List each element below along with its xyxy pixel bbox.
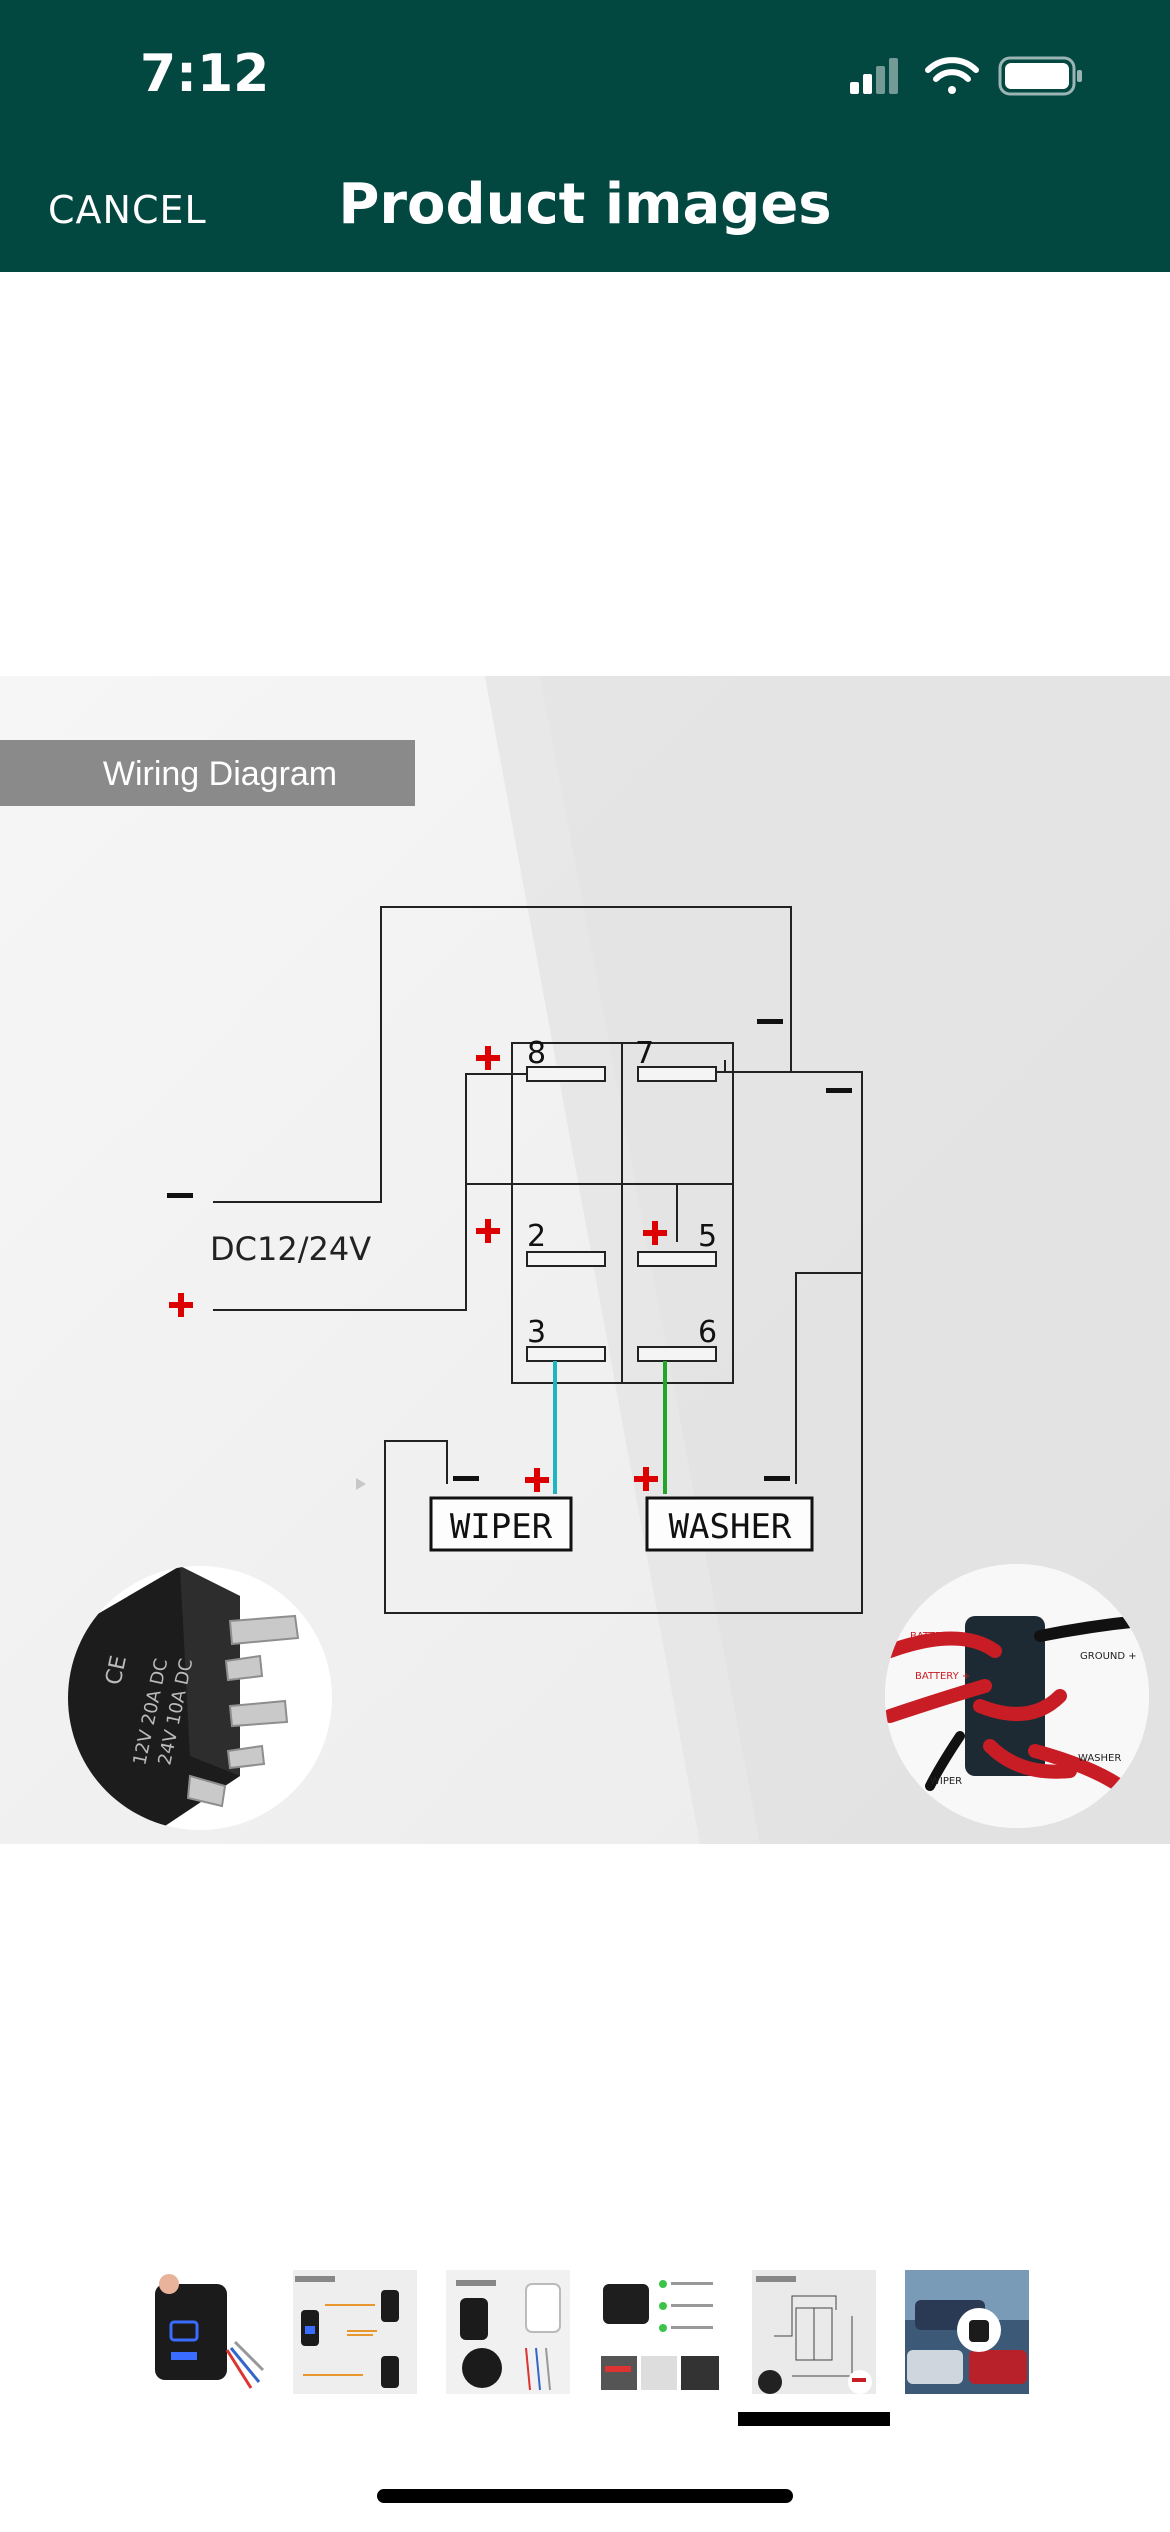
page-title: Product images: [338, 172, 832, 237]
thumbnail-features[interactable]: [599, 2270, 723, 2394]
thumbnail-switch-views[interactable]: [446, 2270, 570, 2394]
diagram-banner: [0, 740, 415, 806]
thumbnail-wiring-diagram[interactable]: [752, 2270, 876, 2394]
svg-text:BATTERY +: BATTERY +: [915, 1671, 970, 1682]
svg-text:WASHER: WASHER: [1078, 1753, 1121, 1764]
plus-signs: [169, 1046, 667, 1492]
cursor-marker: [356, 1478, 366, 1490]
terminal-8: 8: [527, 1036, 546, 1071]
terminal-6: 6: [698, 1315, 717, 1350]
switch-photo: CE 12V 20A DC 24V 10A DC: [68, 1566, 332, 1830]
product-image-viewer[interactable]: Wiring Diagram 8 7: [0, 676, 1170, 1844]
thumbnail-strip: [0, 2270, 1170, 2410]
wiring-diagram-image: Wiring Diagram 8 7: [0, 676, 1170, 1844]
thumbnail-vehicles[interactable]: [905, 2270, 1029, 2394]
banner-text: Wiring Diagram: [103, 755, 337, 793]
svg-text:GROUND +: GROUND +: [1080, 1651, 1137, 1662]
wiring-lines: [213, 906, 863, 1614]
terminal-5: 5: [698, 1219, 717, 1254]
terminal-blades: [526, 1066, 717, 1362]
svg-text:BATTERY +: BATTERY +: [910, 1631, 965, 1642]
thumbnail-switch-photo[interactable]: [141, 2270, 265, 2394]
thumbnail-dimensions[interactable]: [293, 2270, 417, 2394]
selected-thumbnail-indicator: [738, 2412, 890, 2426]
wired-switch-photo: BATTERY + GROUND + BATTERY + WIPER WASHE…: [885, 1564, 1149, 1828]
cancel-button[interactable]: CANCEL: [48, 188, 207, 232]
minus-signs: [167, 1019, 852, 1481]
supply-voltage-label: DC12/24V: [210, 1230, 371, 1268]
status-icons: [850, 52, 1090, 102]
wiper-box: [429, 1496, 573, 1552]
svg-text:CE: CE: [101, 1653, 132, 1687]
app-header: 7:12 CANCEL Product images: [0, 0, 1170, 272]
cellular-signal-icon: [850, 58, 898, 94]
terminal-2: 2: [527, 1219, 546, 1254]
home-indicator[interactable]: [377, 2489, 793, 2503]
terminal-7: 7: [635, 1036, 654, 1071]
battery-icon: [998, 56, 1082, 96]
status-time: 7:12: [140, 44, 270, 104]
washer-box: [645, 1496, 814, 1552]
washer-label: WASHER: [669, 1507, 792, 1547]
terminal-3: 3: [527, 1315, 546, 1350]
svg-text:WIPER: WIPER: [930, 1776, 962, 1787]
wiper-label: WIPER: [450, 1507, 553, 1547]
wifi-icon: [925, 57, 979, 94]
